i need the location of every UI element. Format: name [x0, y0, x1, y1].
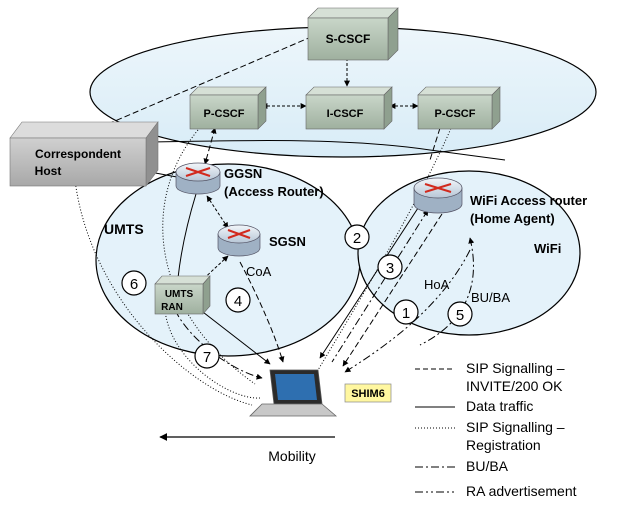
step-4-circle	[225, 287, 251, 313]
step-5-number: 5	[456, 307, 464, 324]
legend-sip-registration-text-2: Registration	[466, 437, 541, 453]
step-5-circle	[447, 301, 473, 327]
wifi-router-label: WiFi Access router	[470, 193, 587, 208]
i-cscf-server: I-CSCF	[305, 86, 393, 130]
umts-ran-label-line2: RAN	[161, 302, 183, 313]
legend-ra-advertisement-text: RA advertisement	[466, 483, 577, 499]
p-cscf-left-server: P-CSCF	[189, 86, 267, 130]
step-4-number: 4	[234, 293, 242, 310]
hoa-label: HoA	[424, 277, 450, 292]
step-3-circle	[377, 254, 403, 280]
correspondent-host: Correspondent Host	[9, 121, 159, 187]
legend-sip-invite-text-1: SIP Signalling –	[466, 360, 565, 376]
wifi-router-sublabel: (Home Agent)	[470, 211, 555, 226]
ggsn-sublabel: (Access Router)	[224, 184, 324, 199]
router-arrows-icon	[185, 167, 211, 177]
router-arrows-icon	[227, 229, 251, 239]
s-cscf-label: S-CSCF	[326, 32, 371, 46]
step-6-number: 6	[130, 276, 138, 293]
mobility-label: Mobility	[268, 448, 315, 464]
step-2-circle	[344, 224, 370, 250]
legend-sip-invite-text-2: INVITE/200 OK	[466, 378, 563, 394]
correspondent-host-label-line2: Host	[35, 164, 62, 178]
step-7-circle	[194, 343, 220, 369]
s-cscf-server: S-CSCF	[307, 7, 399, 61]
ggsn-router	[175, 162, 221, 195]
p-cscf-right-label: P-CSCF	[435, 108, 476, 120]
ggsn-label: GGSN	[224, 166, 262, 181]
step-2-number: 2	[353, 230, 361, 247]
wifi-region-label: WiFi	[534, 241, 561, 256]
bu-ba-label: BU/BA	[471, 290, 510, 305]
i-cscf-label: I-CSCF	[327, 108, 364, 120]
p-cscf-right-server: P-CSCF	[417, 86, 501, 130]
mobility-arrow: Mobility	[159, 433, 335, 464]
coa-label: CoA	[246, 264, 272, 279]
umts-ran-label-line1: UMTS	[165, 289, 194, 300]
legend: SIP Signalling – INVITE/200 OK Data traf…	[415, 360, 577, 499]
router-arrows-icon	[424, 183, 452, 193]
step-7-number: 7	[203, 349, 211, 366]
sgsn-router	[217, 224, 261, 257]
correspondent-host-label-line1: Correspondent	[35, 147, 121, 161]
umts-ran-node: UMTS RAN	[154, 275, 211, 315]
step-3-number: 3	[386, 260, 394, 277]
shim6-label: SHIM6	[351, 388, 385, 400]
step-circles	[121, 224, 473, 369]
legend-data-traffic-text: Data traffic	[466, 398, 533, 414]
p-cscf-left-label: P-CSCF	[204, 108, 245, 120]
legend-bu-ba-text: BU/BA	[466, 458, 509, 474]
legend-sip-registration-text-1: SIP Signalling –	[466, 419, 565, 435]
laptop-icon	[249, 369, 338, 417]
shim6-badge: SHIM6	[344, 383, 392, 403]
step-1-circle	[393, 299, 419, 325]
wifi-access-router	[413, 177, 463, 214]
sgsn-label: SGSN	[269, 234, 306, 249]
umts-region-label: UMTS	[104, 221, 144, 237]
step-6-circle	[121, 270, 147, 296]
step-1-number: 1	[402, 305, 410, 322]
